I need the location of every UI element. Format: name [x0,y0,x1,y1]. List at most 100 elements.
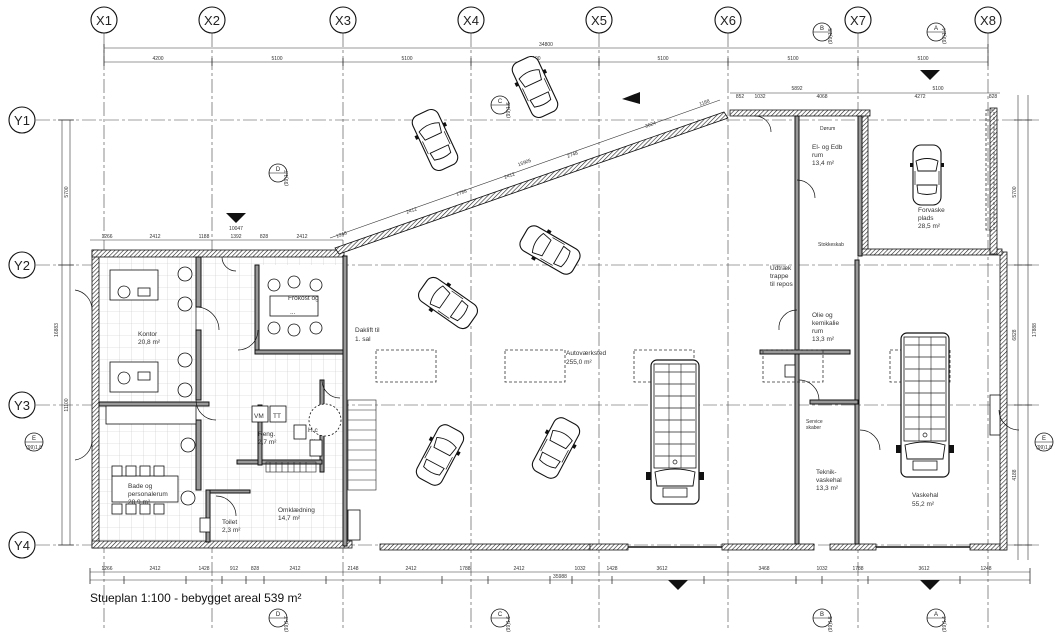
grid-bubble-x6: X6 [714,6,742,34]
section-e-letter: E [32,436,36,442]
room-teknik-name: Teknik- [816,469,837,476]
dim-top-6: 5100 [787,56,798,62]
car-3 [514,219,586,281]
dim-diag-8: 1188 [699,98,711,107]
section-e2-ref: (99)1.8 [1036,445,1052,451]
dim-bottom-4: 912 [230,566,239,572]
section-b-ref: (99)1.5 [828,28,834,44]
section-arrows [226,70,940,590]
van-2 [895,332,955,478]
room-tt: TT [273,413,281,420]
room-olie-sub: kemikalie [812,320,839,327]
doors [74,115,1020,517]
dim-top-1: 4200 [152,56,163,62]
room-daklift-name: Daklift til [355,327,380,334]
section-tag-b-bottom: B (99)1.5 [812,608,834,632]
dim-bottom-1: 1266 [101,566,112,572]
section-tag-d-top: D (99)1.7 [268,163,290,186]
car-4 [413,271,483,335]
dim-bottom-15: 1032 [816,566,827,572]
dim-bottom-16: 1788 [852,566,863,572]
grid-label-y1: Y1 [14,113,30,128]
exterior-walls [91,107,1008,551]
dim-left-total: 16883 [54,323,60,337]
dim-bottom-8: 2412 [405,566,416,572]
dim-left-2: 11100 [64,398,70,411]
section-tag-c-bottom: C (99)1.6 [490,608,512,632]
grid-bubble-y4: Y4 [8,531,36,559]
room-udtraek-sub2: til repos [770,281,794,288]
dim-upper-6: 2412 [296,234,307,240]
section-d-ref: (99)1.7 [284,170,290,186]
dimension-ticks [58,44,1032,584]
dim-ur-3: 5892 [791,86,802,92]
dim-bottom-14: 3468 [758,566,769,572]
grid-label-y4: Y4 [14,538,30,553]
section-b2-ref: (99)1.5 [828,616,834,632]
dim-right-1: 5700 [1012,186,1018,197]
grid-label-x8: X8 [980,13,996,28]
grid-bubble-y3: Y3 [8,391,36,419]
section-c2-letter: C [498,612,503,618]
dim-top-5: 5100 [657,56,668,62]
dim-ur-4: 4068 [816,94,827,100]
dim-right-2: 6828 [1012,329,1018,340]
room-bade-name: Bade og [128,483,153,490]
room-olie-sub2: rum [812,328,823,335]
dim-top-3: 5100 [401,56,412,62]
dim-top-7: 5100 [917,56,928,62]
dimension-lines [61,47,1030,581]
section-tag-a-bottom: A (99)1.4 [926,608,948,632]
dim-upper-1: 1266 [101,234,112,240]
stairs [265,399,377,491]
grid-bubble-x8: X8 [974,6,1002,34]
section-c2-ref: (99)1.6 [506,616,512,632]
room-vaskehal-name: Vaskehal [912,492,939,499]
room-frokost-name: Frokost og [288,295,319,302]
car-1 [406,105,464,175]
grid-bubble-x1: X1 [90,6,118,34]
room-autov-name: Autoværksted [566,350,606,357]
room-bade-area: 28,9 m² [128,499,151,506]
room-omkl-name: Omklædning [278,507,315,514]
grid-label-x6: X6 [720,13,736,28]
dim-diag-4: 2412 [503,171,516,180]
dim-bottom-17: 3612 [918,566,929,572]
car-2 [506,52,564,122]
dim-top-total: 34800 [539,42,553,48]
dim-bottom-3: 1428 [198,566,209,572]
room-stokkeskab: Stokkeskab [818,242,844,248]
section-tag-b-top: B (99)1.5 [812,22,834,44]
grid-label-x5: X5 [591,13,607,28]
section-c-letter: C [498,99,503,105]
grid-bubble-x5: X5 [585,6,613,34]
dim-ur-6: 5100 [932,86,943,92]
room-reng-name: Reng. [258,431,276,438]
dim-bottom-5: 828 [251,566,260,572]
dim-diag-1: 1248 [335,230,348,239]
grid-label-y3: Y3 [14,398,30,413]
section-tags: A (99)1.4 B (99)1.5 C (99)1.6 D (99)1.7 … [24,22,1054,632]
room-forvask-area: 28,5 m² [918,223,941,230]
section-tag-a-top: A (99)1.4 [926,22,948,44]
room-el-sub: rum [812,152,823,159]
plan-caption: Stueplan 1:100 - bebygget areal 539 m² [90,591,302,605]
dim-diag-6: 2748 [566,150,579,159]
grid-label-x1: X1 [96,13,112,28]
dim-bottom-12: 1428 [606,566,617,572]
dim-upper-4: 1392 [230,234,241,240]
dim-ur-5: 4272 [914,94,925,100]
room-frokost-area: ... [290,309,296,316]
room-olie-name: Olie og [812,312,833,319]
dim-bottom-2: 2412 [149,566,160,572]
dim-right-total: 17888 [1032,323,1038,337]
car-7 [909,144,945,206]
office-furniture [105,266,1001,541]
room-olie-area: 13,3 m² [812,336,835,343]
grid-bubbles-y: Y1 Y2 Y3 Y4 [8,106,36,559]
dim-upper-5: 828 [260,234,269,240]
grid-bubble-y2: Y2 [8,251,36,279]
dim-bottom-11: 1032 [574,566,585,572]
grid-label-x3: X3 [335,13,351,28]
section-e2-letter: E [1042,436,1046,442]
